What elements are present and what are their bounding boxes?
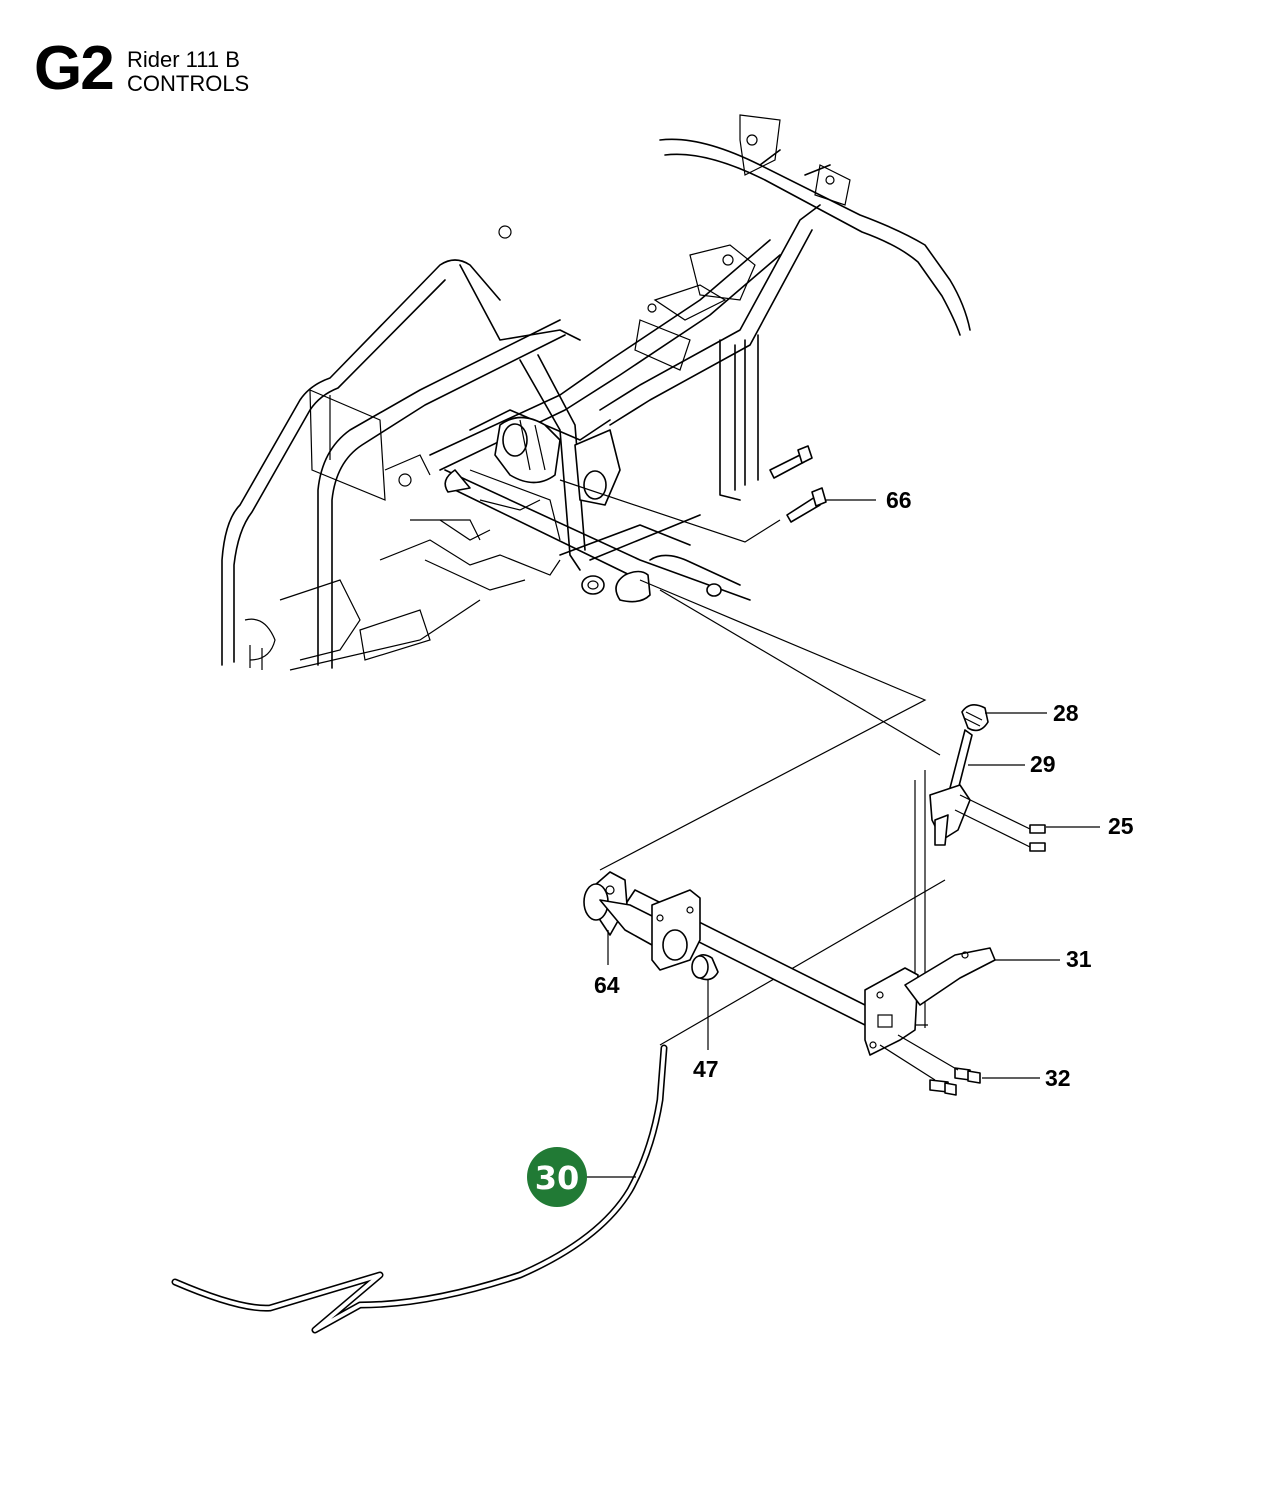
part-30-cable — [171, 1044, 668, 1334]
callout-64: 64 — [594, 972, 620, 998]
control-shaft-assembly — [583, 704, 1046, 1096]
highlight-callout-30[interactable]: 30 — [527, 1147, 587, 1207]
chassis-frame — [221, 114, 971, 671]
highlight-badge[interactable] — [527, 1147, 587, 1207]
highlight-badge-label: 30 — [535, 1159, 580, 1197]
callout-32: 32 — [1045, 1065, 1071, 1091]
callout-leaders — [584, 499, 1100, 1178]
callout-28: 28 — [1053, 700, 1079, 726]
callout-66: 66 — [886, 487, 912, 513]
part-66-bolts — [769, 445, 827, 523]
callout-29: 29 — [1030, 751, 1056, 777]
section-name: CONTROLS — [127, 71, 250, 96]
model-name: Rider 111 B — [127, 47, 240, 72]
callout-47: 47 — [693, 1056, 719, 1082]
callout-25: 25 — [1108, 813, 1134, 839]
callout-31: 31 — [1066, 946, 1092, 972]
section-code: G2 — [34, 34, 115, 103]
